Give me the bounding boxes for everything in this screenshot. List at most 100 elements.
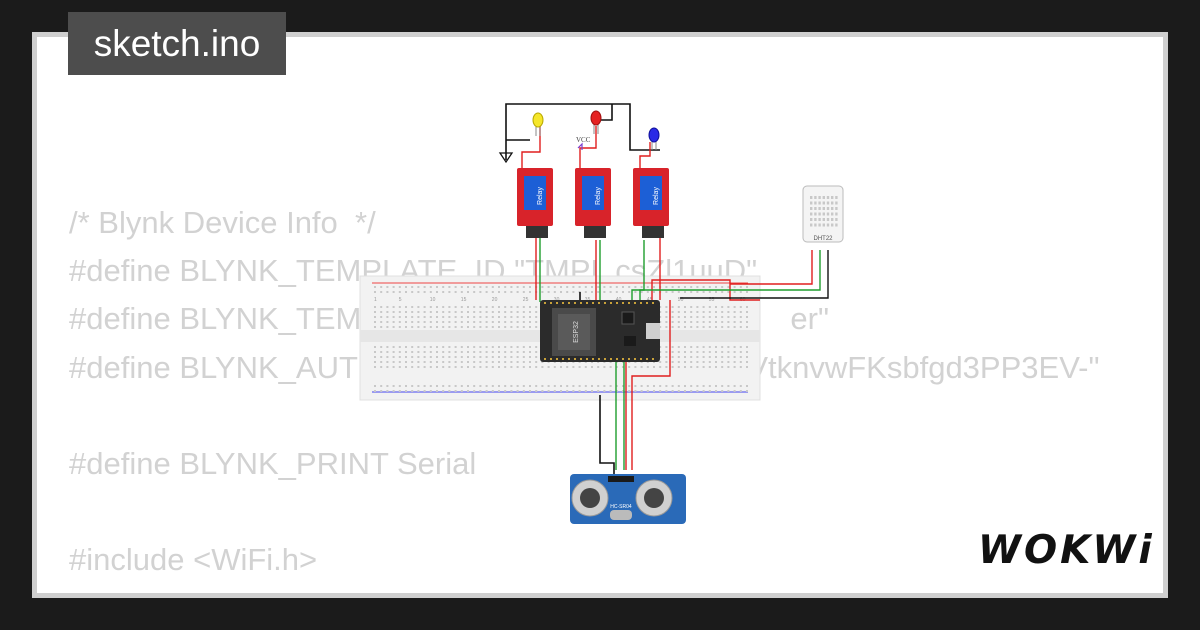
hole: [739, 385, 742, 387]
hole: [460, 346, 463, 348]
hole: [541, 366, 544, 368]
hole: [535, 326, 538, 328]
hole: [529, 311, 531, 313]
hole: [562, 302, 564, 304]
hole: [442, 351, 445, 353]
hole: [640, 390, 643, 392]
hole: [640, 358, 642, 360]
hole: [479, 351, 482, 353]
hole: [671, 346, 674, 348]
code-line: #include <WiFiClient.h>: [69, 585, 1100, 594]
hole: [822, 196, 825, 199]
hole: [835, 223, 838, 227]
hole: [442, 316, 445, 318]
hole: [677, 351, 680, 353]
hole: [485, 390, 488, 392]
hole: [826, 207, 830, 210]
hole: [411, 306, 414, 308]
hole: [591, 291, 593, 293]
hole: [386, 291, 389, 293]
hole: [684, 390, 686, 392]
hole: [510, 291, 513, 293]
green-wires: [539, 238, 821, 470]
hole: [665, 326, 668, 328]
hole: [574, 302, 576, 304]
hole: [746, 321, 748, 323]
hole: [739, 351, 742, 353]
hole: [684, 306, 686, 308]
hole: [529, 326, 531, 328]
hole: [392, 291, 395, 293]
hole: [479, 385, 482, 387]
hole: [652, 302, 654, 304]
hole: [392, 385, 395, 387]
hole: [510, 346, 513, 348]
hole: [702, 390, 705, 392]
hole: [491, 316, 494, 318]
hole: [473, 306, 476, 308]
hole: [677, 356, 680, 358]
hole: [460, 351, 463, 353]
hole: [436, 356, 438, 358]
hole: [510, 286, 513, 288]
hole: [609, 385, 612, 387]
hole: [721, 361, 724, 363]
hole: [609, 366, 612, 368]
hole: [405, 321, 407, 323]
hole: [485, 351, 488, 353]
hole: [504, 356, 507, 358]
hole: [702, 351, 705, 353]
hole: [826, 212, 830, 216]
hole: [522, 385, 525, 387]
hole: [826, 218, 830, 221]
hole: [746, 361, 748, 363]
hole: [516, 291, 519, 293]
hole: [498, 351, 500, 353]
hole: [708, 316, 711, 318]
hole: [510, 390, 513, 392]
hole: [708, 385, 711, 387]
hole: [615, 286, 618, 288]
hole: [597, 366, 600, 368]
file-name-tab[interactable]: sketch.ino: [68, 12, 286, 75]
hole: [727, 385, 730, 387]
hole: [467, 390, 469, 392]
hole: [405, 390, 407, 392]
hole: [665, 356, 668, 358]
code-line: /* Blynk Device Info */: [69, 205, 376, 240]
hole: [436, 361, 438, 363]
hole: [473, 356, 476, 358]
hole: [597, 291, 600, 293]
hole: [702, 311, 705, 313]
hole: [708, 390, 711, 392]
hole: [615, 390, 618, 392]
hole: [586, 358, 588, 360]
hole: [708, 291, 711, 293]
hole: [529, 356, 531, 358]
hole: [522, 346, 525, 348]
hole: [504, 321, 507, 323]
hole: [442, 366, 445, 368]
hole: [727, 390, 730, 392]
hole: [522, 286, 525, 288]
hole: [392, 306, 395, 308]
hole: [739, 346, 742, 348]
hole: [835, 218, 838, 221]
hole: [423, 366, 426, 368]
hole: [374, 321, 376, 323]
hole: [504, 286, 507, 288]
hole: [417, 390, 420, 392]
hole: [504, 385, 507, 387]
ultrasonic-sensor: HC-SR04: [570, 474, 686, 524]
hole: [411, 346, 414, 348]
hole: [510, 306, 513, 308]
hole: [398, 390, 401, 392]
hole: [491, 356, 494, 358]
hole: [448, 356, 451, 358]
hole: [429, 351, 432, 353]
hole: [411, 291, 414, 293]
hole: [696, 346, 699, 348]
hole: [423, 291, 426, 293]
hole: [739, 316, 742, 318]
breadboard-number: 25: [523, 297, 529, 303]
